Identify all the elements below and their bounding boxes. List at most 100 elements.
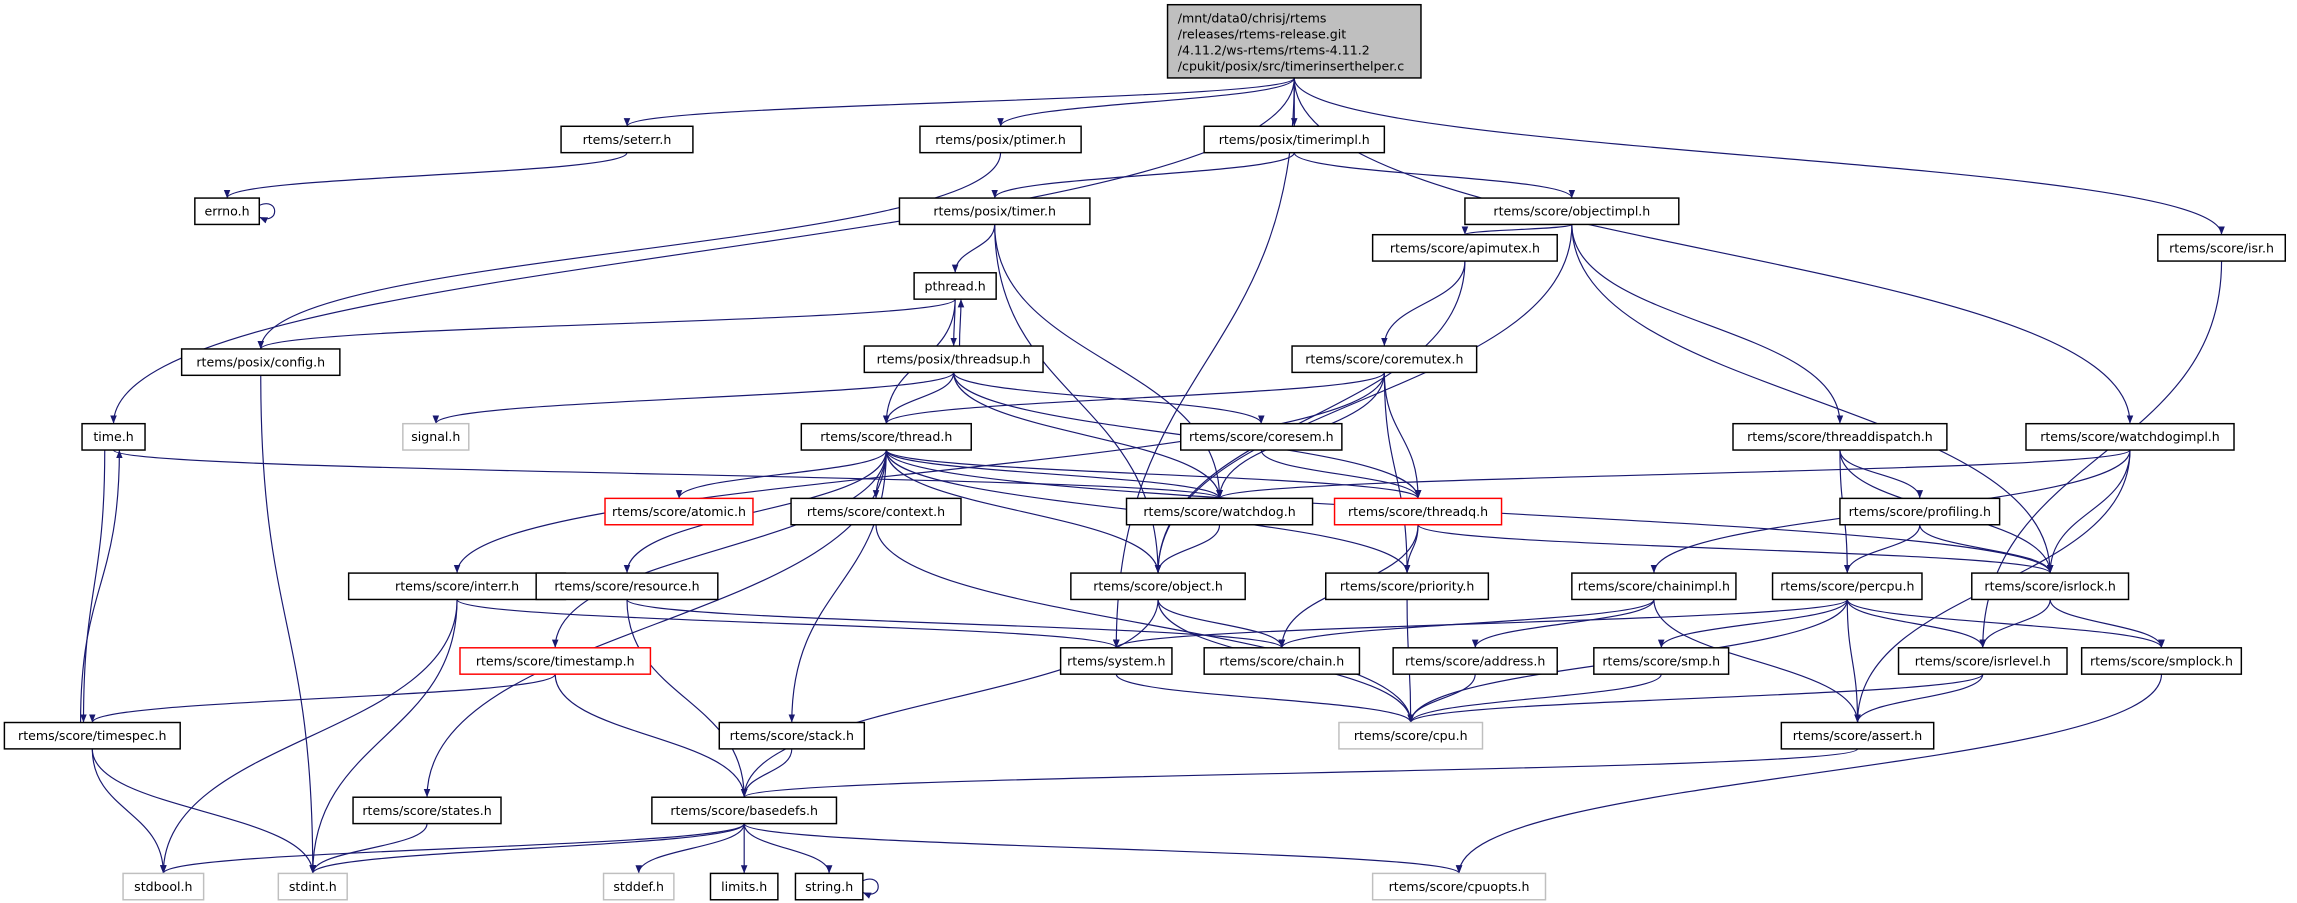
node-ptimer[interactable]: rtems/posix/ptimer.h [919, 125, 1082, 154]
edge-basedefs-to-stddef [635, 823, 745, 874]
node-objectimpl[interactable]: rtems/score/objectimpl.h [1464, 197, 1680, 226]
node-watchdog[interactable]: rtems/score/watchdog.h [1125, 497, 1314, 526]
node-cpuopts[interactable]: rtems/score/cpuopts.h [1371, 872, 1547, 901]
node-box [560, 125, 694, 154]
node-atomic[interactable]: rtems/score/atomic.h [604, 497, 754, 526]
node-threadsup[interactable]: rtems/posix/threadsup.h [863, 345, 1044, 374]
node-coremutex[interactable]: rtems/score/coremutex.h [1291, 345, 1478, 374]
edge-root-to-ptimer [997, 77, 1295, 127]
node-stdbool[interactable]: stdbool.h [122, 872, 205, 901]
node-system[interactable]: rtems/system.h [1059, 647, 1173, 675]
node-pthread[interactable]: pthread.h [913, 272, 997, 300]
node-timespec[interactable]: rtems/score/timespec.h [3, 721, 181, 750]
node-label: rtems/score/isrlevel.h [1915, 653, 2051, 668]
node-context[interactable]: rtems/score/context.h [790, 497, 962, 526]
node-pconfig[interactable]: rtems/posix/config.h [180, 348, 341, 377]
node-timerimpl[interactable]: rtems/posix/timerimpl.h [1203, 125, 1386, 154]
node-thread[interactable]: rtems/score/thread.h [800, 422, 972, 451]
node-address[interactable]: rtems/score/address.h [1392, 647, 1558, 675]
edge-isrlock-to-smplock [2049, 599, 2165, 648]
edge-coresem-to-threadq [1260, 449, 1422, 499]
node-label: stddef.h [613, 879, 664, 894]
node-seterr[interactable]: rtems/seterr.h [560, 125, 694, 154]
edge-apimutex-to-coremutex [1381, 261, 1466, 347]
node-percpu[interactable]: rtems/score/percpu.h [1771, 572, 1923, 601]
node-assert[interactable]: rtems/score/assert.h [1780, 721, 1935, 750]
edge-threadsup-to-thread [883, 372, 955, 424]
node-box [1771, 572, 1923, 601]
node-isrlock[interactable]: rtems/score/isrlock.h [1971, 572, 2130, 601]
node-smp[interactable]: rtems/score/smp.h [1593, 647, 1730, 675]
node-box [790, 497, 962, 526]
node-coresem[interactable]: rtems/score/coresem.h [1179, 422, 1343, 451]
node-label: stdbool.h [134, 879, 192, 894]
node-chainimpl[interactable]: rtems/score/chainimpl.h [1571, 572, 1737, 601]
node-interr[interactable]: rtems/score/interr.h [347, 572, 567, 601]
node-isrlevel[interactable]: rtems/score/isrlevel.h [1897, 647, 2068, 675]
node-box [180, 348, 341, 377]
node-label: rtems/posix/ptimer.h [935, 132, 1066, 147]
node-box [1464, 197, 1680, 226]
node-cpu[interactable]: rtems/score/cpu.h [1338, 721, 1484, 750]
node-priority[interactable]: rtems/score/priority.h [1325, 572, 1490, 601]
node-watchdogimpl[interactable]: rtems/score/watchdogimpl.h [2025, 422, 2235, 451]
node-basedefs[interactable]: rtems/score/basedefs.h [651, 796, 838, 825]
node-box [1338, 721, 1484, 750]
node-label: pthread.h [925, 278, 986, 293]
node-label: rtems/score/priority.h [1340, 579, 1474, 594]
edge-pthread-to-pconfig [257, 298, 956, 350]
node-label: rtems/score/cpu.h [1354, 728, 1468, 743]
node-label: rtems/score/isr.h [2169, 240, 2274, 255]
node-object[interactable]: rtems/score/object.h [1070, 572, 1246, 601]
node-stack[interactable]: rtems/score/stack.h [718, 721, 866, 750]
node-root[interactable]: /mnt/data0/chrisj/rtems/releases/rtems-r… [1166, 3, 1422, 79]
node-chain[interactable]: rtems/score/chain.h [1203, 647, 1361, 675]
edge-percpu-to-system [1113, 598, 1848, 649]
node-string[interactable]: string.h [794, 872, 864, 901]
edge-objectimpl-to-apimutex [1461, 223, 1573, 236]
node-box [651, 796, 838, 825]
node-box [1203, 125, 1386, 154]
node-threadq[interactable]: rtems/score/threadq.h [1333, 497, 1503, 526]
node-label: rtems/posix/timer.h [933, 204, 1056, 219]
node-isr[interactable]: rtems/score/isr.h [2157, 233, 2287, 262]
node-apimutex[interactable]: rtems/score/apimutex.h [1371, 233, 1558, 262]
node-label: rtems/score/smp.h [1602, 653, 1720, 668]
node-threaddispatch[interactable]: rtems/score/threaddispatch.h [1732, 422, 1948, 451]
node-signal[interactable]: signal.h [402, 422, 470, 451]
node-box [919, 125, 1082, 154]
node-label: /mnt/data0/chrisj/rtems/releases/rtems-r… [1178, 10, 1404, 73]
edge-basedefs-to-stdbool [160, 823, 745, 874]
node-profiling[interactable]: rtems/score/profiling.h [1839, 497, 2001, 526]
node-box [1593, 647, 1730, 675]
node-label: rtems/score/atomic.h [612, 504, 746, 519]
edge-isrlevel-to-cpu [1407, 673, 1984, 724]
node-time[interactable]: time.h [81, 422, 146, 451]
node-label: rtems/score/address.h [1405, 653, 1545, 668]
node-smplock[interactable]: rtems/score/smplock.h [2080, 647, 2243, 675]
edge-percpu-to-isrlevel [1846, 599, 1987, 648]
node-stdint[interactable]: stdint.h [277, 872, 348, 901]
edge-seterr-to-errno [223, 152, 628, 199]
node-resource[interactable]: rtems/score/resource.h [535, 572, 719, 601]
node-box [1125, 497, 1314, 526]
node-timestamp[interactable]: rtems/score/timestamp.h [459, 647, 652, 675]
node-ptimerh[interactable]: rtems/posix/timer.h [898, 197, 1091, 226]
node-label: rtems/score/chainimpl.h [1578, 579, 1730, 594]
edge-percpu-to-assert [1846, 599, 1861, 723]
node-box [1333, 497, 1503, 526]
node-stddef[interactable]: stddef.h [602, 872, 675, 901]
edge-watchdogimpl-to-watchdog [1216, 449, 2131, 499]
edge-coremutex-to-threadq [1383, 372, 1422, 499]
edge-ptimer-to-pconfig [257, 152, 1002, 349]
edge-errno-to-errno [259, 203, 276, 224]
node-label: rtems/score/stack.h [730, 728, 854, 743]
node-label: rtems/score/interr.h [395, 579, 519, 594]
node-label: rtems/posix/timerimpl.h [1219, 132, 1370, 147]
node-states[interactable]: rtems/score/states.h [352, 796, 502, 825]
node-limits[interactable]: limits.h [709, 872, 779, 901]
edge-threadq-to-priority [1403, 524, 1419, 574]
node-label: errno.h [205, 204, 250, 219]
node-box [1325, 572, 1490, 601]
node-errno[interactable]: errno.h [194, 197, 261, 226]
